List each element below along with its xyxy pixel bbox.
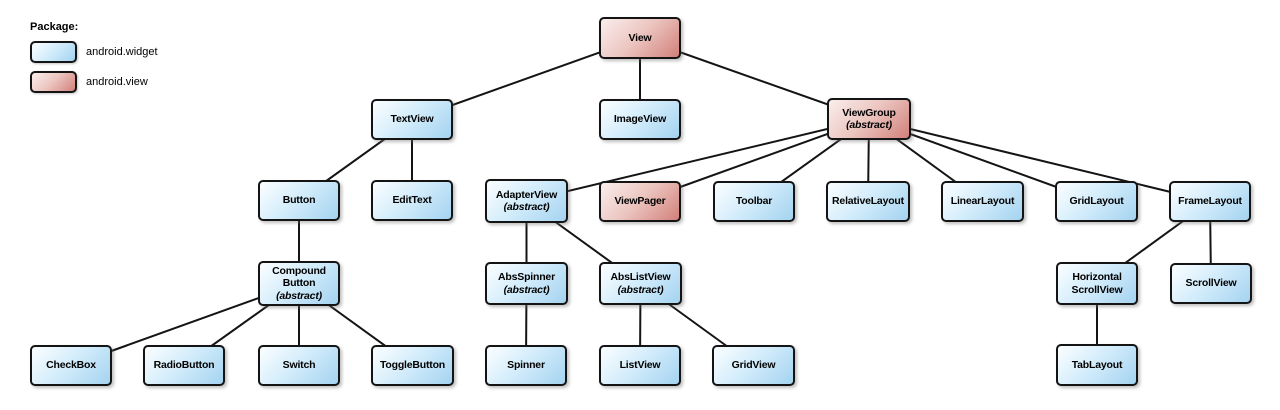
node-label: AbsSpinner bbox=[498, 271, 555, 284]
node-relativelayout: RelativeLayout bbox=[826, 181, 910, 222]
legend-label-android-view: android.view bbox=[86, 76, 148, 88]
node-textview: TextView bbox=[371, 99, 453, 140]
node-adapterview: AdapterView(abstract) bbox=[485, 179, 568, 223]
node-label: Horizontal bbox=[1072, 271, 1122, 284]
node-abstract-label: (abstract) bbox=[846, 119, 892, 131]
node-abstract-label: (abstract) bbox=[617, 283, 664, 296]
node-label: Toolbar bbox=[735, 195, 773, 208]
edge-viewgroup-adapterview bbox=[526, 118, 870, 202]
node-label: ImageView bbox=[613, 113, 667, 126]
node-label: Spinner bbox=[507, 359, 545, 372]
node-label: RelativeLayout bbox=[832, 195, 904, 208]
node-label: GridView bbox=[731, 359, 776, 372]
node-checkbox: CheckBox bbox=[30, 345, 112, 386]
node-scrollview: ScrollView bbox=[1170, 263, 1252, 304]
node-tablayout: TabLayout bbox=[1056, 344, 1138, 386]
node-label: AdapterView bbox=[495, 188, 558, 201]
package-legend: Package: android.widget android.view bbox=[30, 21, 158, 101]
node-label: AbsListView bbox=[610, 271, 671, 284]
node-switch: Switch bbox=[258, 345, 340, 386]
node-label: RadioButton bbox=[153, 359, 215, 372]
node-label: ScrollView bbox=[1071, 283, 1123, 296]
node-abstract-label: (abstract) bbox=[503, 201, 550, 213]
node-view: View bbox=[599, 17, 681, 59]
node-abstract-label: (abstract) bbox=[503, 283, 550, 296]
node-abslistview: AbsListView(abstract) bbox=[599, 262, 682, 305]
node-label: LinearLayout bbox=[950, 195, 1015, 208]
edge-viewgroup-framelayout bbox=[868, 118, 1211, 203]
node-edittext: EditText bbox=[371, 180, 453, 221]
node-label: ScrollView bbox=[1185, 277, 1237, 290]
node-label: GridLayout bbox=[1069, 195, 1124, 208]
node-toolbar: Toolbar bbox=[713, 181, 795, 222]
legend-label-android-widget: android.widget bbox=[86, 46, 158, 58]
node-label: TabLayout bbox=[1071, 358, 1123, 371]
node-label: Button bbox=[282, 194, 316, 207]
widget-color-swatch bbox=[30, 41, 77, 63]
node-label: TextView bbox=[390, 113, 434, 126]
node-viewgroup: ViewGroup(abstract) bbox=[827, 98, 911, 140]
node-button: Button bbox=[258, 180, 340, 221]
node-gridlayout: GridLayout bbox=[1055, 181, 1138, 222]
node-listview: ListView bbox=[599, 345, 681, 386]
node-spinner: Spinner bbox=[485, 345, 567, 386]
node-viewpager: ViewPager bbox=[599, 181, 681, 222]
node-absspinner: AbsSpinner(abstract) bbox=[485, 262, 568, 305]
view-color-swatch bbox=[30, 71, 77, 93]
node-label: ToggleButton bbox=[379, 359, 446, 372]
node-gridview: GridView bbox=[712, 345, 795, 386]
node-label: Button bbox=[282, 277, 316, 290]
node-label: Compound bbox=[272, 264, 326, 277]
legend-title: Package: bbox=[30, 21, 79, 33]
node-togglebutton: ToggleButton bbox=[371, 345, 454, 386]
node-label: FrameLayout bbox=[1178, 195, 1242, 208]
node-label: ListView bbox=[619, 359, 661, 372]
node-label: Switch bbox=[282, 359, 316, 372]
node-linearlayout: LinearLayout bbox=[941, 181, 1024, 222]
node-label: View bbox=[628, 31, 652, 44]
node-label: ViewPager bbox=[614, 195, 666, 208]
legend-item-android-view: android.view bbox=[30, 71, 158, 93]
node-label: CheckBox bbox=[46, 359, 96, 372]
node-label: EditText bbox=[392, 194, 432, 207]
legend-item-android-widget: android.widget bbox=[30, 41, 158, 63]
node-label: ViewGroup bbox=[842, 106, 896, 119]
node-abstract-label: (abstract) bbox=[276, 289, 322, 302]
node-framelayout: FrameLayout bbox=[1169, 181, 1251, 222]
node-radiobutton: RadioButton bbox=[143, 345, 225, 386]
node-imageview: ImageView bbox=[599, 99, 681, 140]
